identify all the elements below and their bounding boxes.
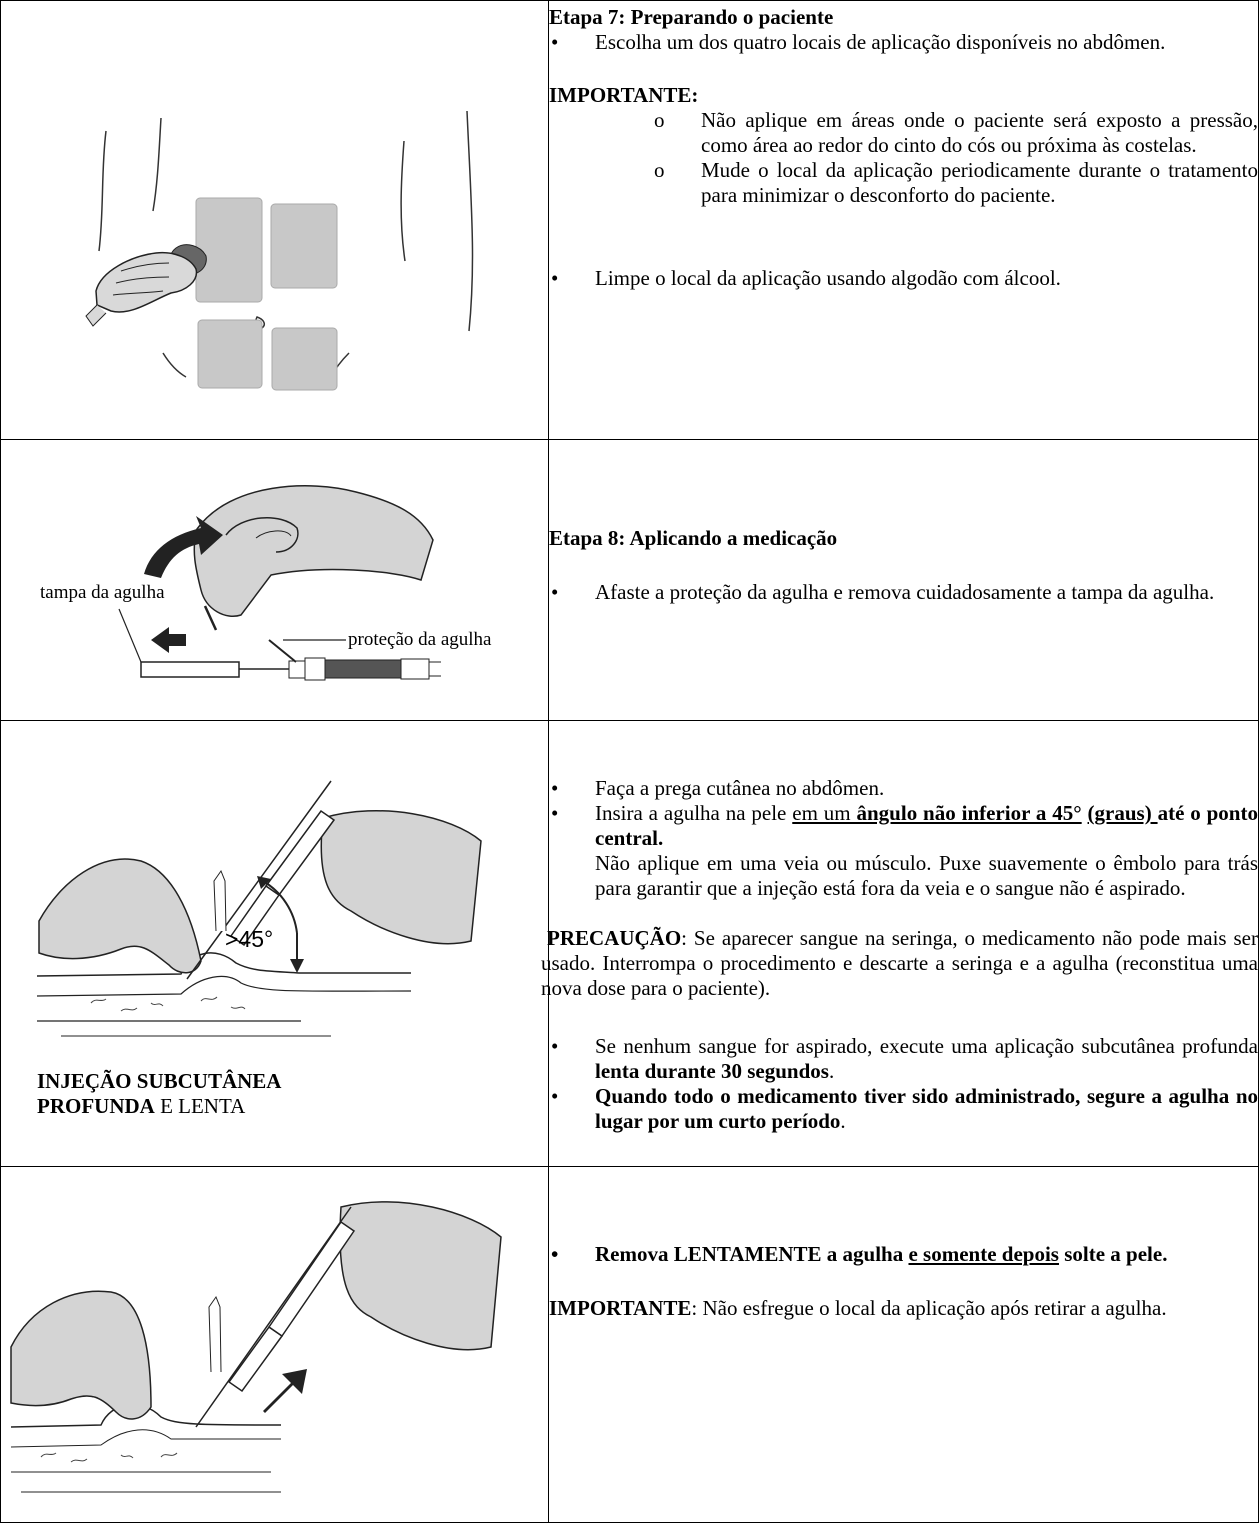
caption-line-1: INJEÇÃO SUBCUTÂNEA	[37, 1069, 282, 1093]
caution-label: PRECAUÇÃO	[547, 926, 682, 950]
b2-angle-bold: ângulo não inferior a 45°	[856, 801, 1082, 825]
removal-important-label: IMPORTANTE	[549, 1296, 692, 1320]
b2-underline: em um	[792, 801, 857, 825]
removal-b1-underline: e somente depois	[908, 1242, 1059, 1266]
b2-degrees: (graus)	[1087, 801, 1158, 825]
needle-removal-illustration	[10, 1201, 502, 1493]
b3-pre: Se nenhum sangue for aspirado, execute u…	[595, 1034, 1258, 1058]
caption-line-2: PROFUNDA E LENTA	[37, 1094, 246, 1118]
injection-row: >45° INJEÇÃO SUBCUTÂNEA PROFUNDA E LENTA…	[0, 720, 1259, 1167]
abdomen-sites-illustration	[85, 110, 474, 391]
step8-illustration-cell: tampa da agulha proteção da agulha	[0, 439, 549, 721]
removal-row: Remova LENTAMENTE a agulha e somente dep…	[0, 1166, 1259, 1523]
step7-bullet-2: Limpe o local da aplicação usando algodã…	[549, 266, 1258, 291]
step7-sub-item-2: Mude o local da aplicação periodicamente…	[549, 158, 1258, 208]
b2-rest: Não aplique em uma veia ou músculo. Puxe…	[595, 851, 1258, 900]
caution-text: : Se aparecer sangue na seringa, o medic…	[541, 926, 1258, 1000]
step8-row: tampa da agulha proteção da agulha Etapa…	[0, 439, 1259, 721]
step7-row: Etapa 7: Preparando o paciente Escolha u…	[0, 0, 1259, 440]
removal-b1-pre: Remova LENTAMENTE a agulha	[595, 1242, 909, 1266]
b4-end: .	[840, 1109, 846, 1133]
step7-sub-item-1: Não aplique em áreas onde o paciente ser…	[549, 108, 1258, 158]
injection-bullet-2: Insira a agulha na pele em um ângulo não…	[549, 801, 1258, 901]
angle-label: >45°	[225, 926, 273, 952]
injection-bullet-4: Quando todo o medicamento tiver sido adm…	[549, 1084, 1258, 1134]
removal-important: IMPORTANTE: Não esfregue o local da apli…	[549, 1296, 1258, 1321]
needle-guard-label: proteção da agulha	[348, 629, 492, 650]
b3-bold: lenta durante 30 segundos	[595, 1059, 829, 1083]
b2-central-point: até o ponto central.	[595, 801, 1258, 850]
step8-bullet-1: Afaste a proteção da agulha e remova cui…	[549, 580, 1258, 605]
injection-text-cell: Faça a prega cutânea no abdômen. Insira …	[541, 720, 1259, 1167]
subcutaneous-injection-illustration: >45° INJEÇÃO SUBCUTÂNEA PROFUNDA E LENTA	[36, 780, 482, 1118]
caution-paragraph: PRECAUÇÃO: Se aparecer sangue na seringa…	[541, 926, 1258, 1001]
caption-line-2-bold: PROFUNDA	[37, 1094, 156, 1118]
removal-bullet-1: Remova LENTAMENTE a agulha e somente dep…	[549, 1242, 1258, 1267]
removal-important-text: : Não esfregue o local da aplicação após…	[691, 1296, 1167, 1320]
removal-b1-post: solte a pele.	[1058, 1242, 1168, 1266]
step7-bullet-1: Escolha um dos quatro locais de aplicaçã…	[549, 30, 1258, 55]
b4-bold: Quando todo o medicamento tiver sido adm…	[595, 1084, 1258, 1133]
needle-cap-label: tampa da agulha	[40, 582, 165, 603]
b2-pre: Insira a agulha na pele	[595, 801, 793, 825]
needle-cap-illustration: tampa da agulha proteção da agulha	[40, 485, 492, 681]
injection-bullet-3: Se nenhum sangue for aspirado, execute u…	[549, 1034, 1258, 1084]
step7-important-label: IMPORTANTE:	[549, 83, 699, 107]
removal-text-cell: Remova LENTAMENTE a agulha e somente dep…	[548, 1166, 1259, 1523]
injection-bullet-1: Faça a prega cutânea no abdômen.	[549, 776, 1258, 801]
caption-line-2-rest: E LENTA	[155, 1094, 246, 1118]
step7-text-cell: Etapa 7: Preparando o paciente Escolha u…	[548, 0, 1259, 440]
step8-title: Etapa 8: Aplicando a medicação	[549, 526, 838, 550]
removal-illustration-cell	[0, 1166, 549, 1523]
step8-text-cell: Etapa 8: Aplicando a medicação Afaste a …	[548, 439, 1259, 721]
step7-title: Etapa 7: Preparando o paciente	[549, 5, 834, 29]
injection-illustration-cell: >45° INJEÇÃO SUBCUTÂNEA PROFUNDA E LENTA	[0, 720, 549, 1167]
step7-illustration-cell	[0, 0, 549, 440]
b3-end: .	[828, 1059, 835, 1083]
